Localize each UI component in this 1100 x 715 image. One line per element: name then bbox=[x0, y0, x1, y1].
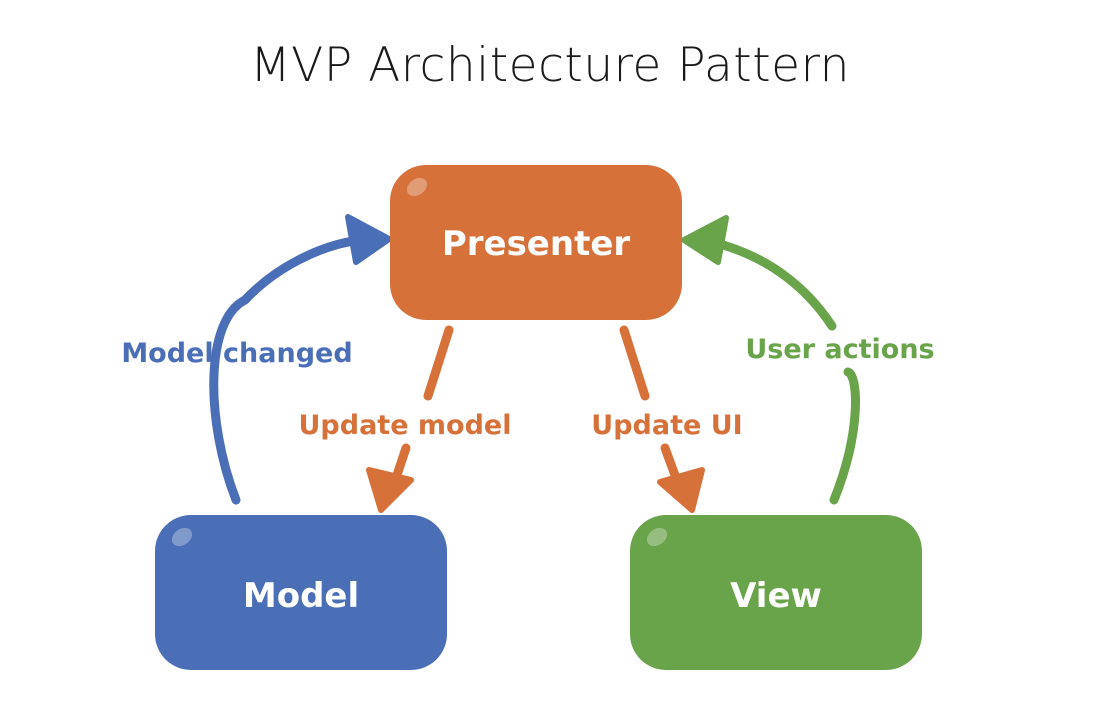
edge-update-model-arrowhead bbox=[366, 467, 414, 513]
node-presenter-highlight bbox=[406, 177, 428, 197]
edge-update-ui-line bbox=[619, 325, 650, 401]
page-title: MVP Architecture Pattern bbox=[250, 38, 850, 93]
edge-update-ui-line-lower bbox=[660, 443, 681, 483]
edge-user-actions-arrowhead bbox=[681, 215, 729, 265]
node-model-label: Model bbox=[243, 576, 359, 616]
node-model-box bbox=[155, 515, 447, 670]
edge-update-ui-arrowhead bbox=[657, 467, 705, 513]
node-view-highlight bbox=[646, 527, 668, 547]
node-view: View bbox=[630, 515, 922, 670]
edge-update-ui-label: Update UI bbox=[591, 410, 742, 441]
edge-user-actions-label: User actions bbox=[745, 334, 934, 365]
edge-update-model-line-lower bbox=[391, 443, 411, 483]
edge-user-actions: User actions bbox=[681, 215, 935, 505]
edge-user-actions-curve bbox=[707, 237, 860, 505]
node-view-box bbox=[630, 515, 922, 670]
edge-update-model-label: Update model bbox=[299, 410, 512, 441]
node-model: Model bbox=[155, 515, 447, 670]
edge-model-changed: Model changed bbox=[121, 214, 392, 505]
edge-update-ui: Update UI bbox=[591, 325, 743, 513]
edge-model-changed-arrowhead bbox=[345, 214, 392, 265]
edge-model-changed-curve bbox=[209, 235, 365, 505]
node-model-highlight bbox=[171, 527, 193, 547]
node-view-label: View bbox=[730, 576, 822, 616]
edge-update-model: Update model bbox=[299, 325, 512, 513]
edge-model-changed-label: Model changed bbox=[121, 338, 352, 369]
edge-update-model-line bbox=[423, 325, 454, 401]
node-presenter-box bbox=[390, 165, 682, 320]
node-presenter-label: Presenter bbox=[442, 224, 631, 264]
node-presenter: Presenter bbox=[390, 165, 682, 320]
